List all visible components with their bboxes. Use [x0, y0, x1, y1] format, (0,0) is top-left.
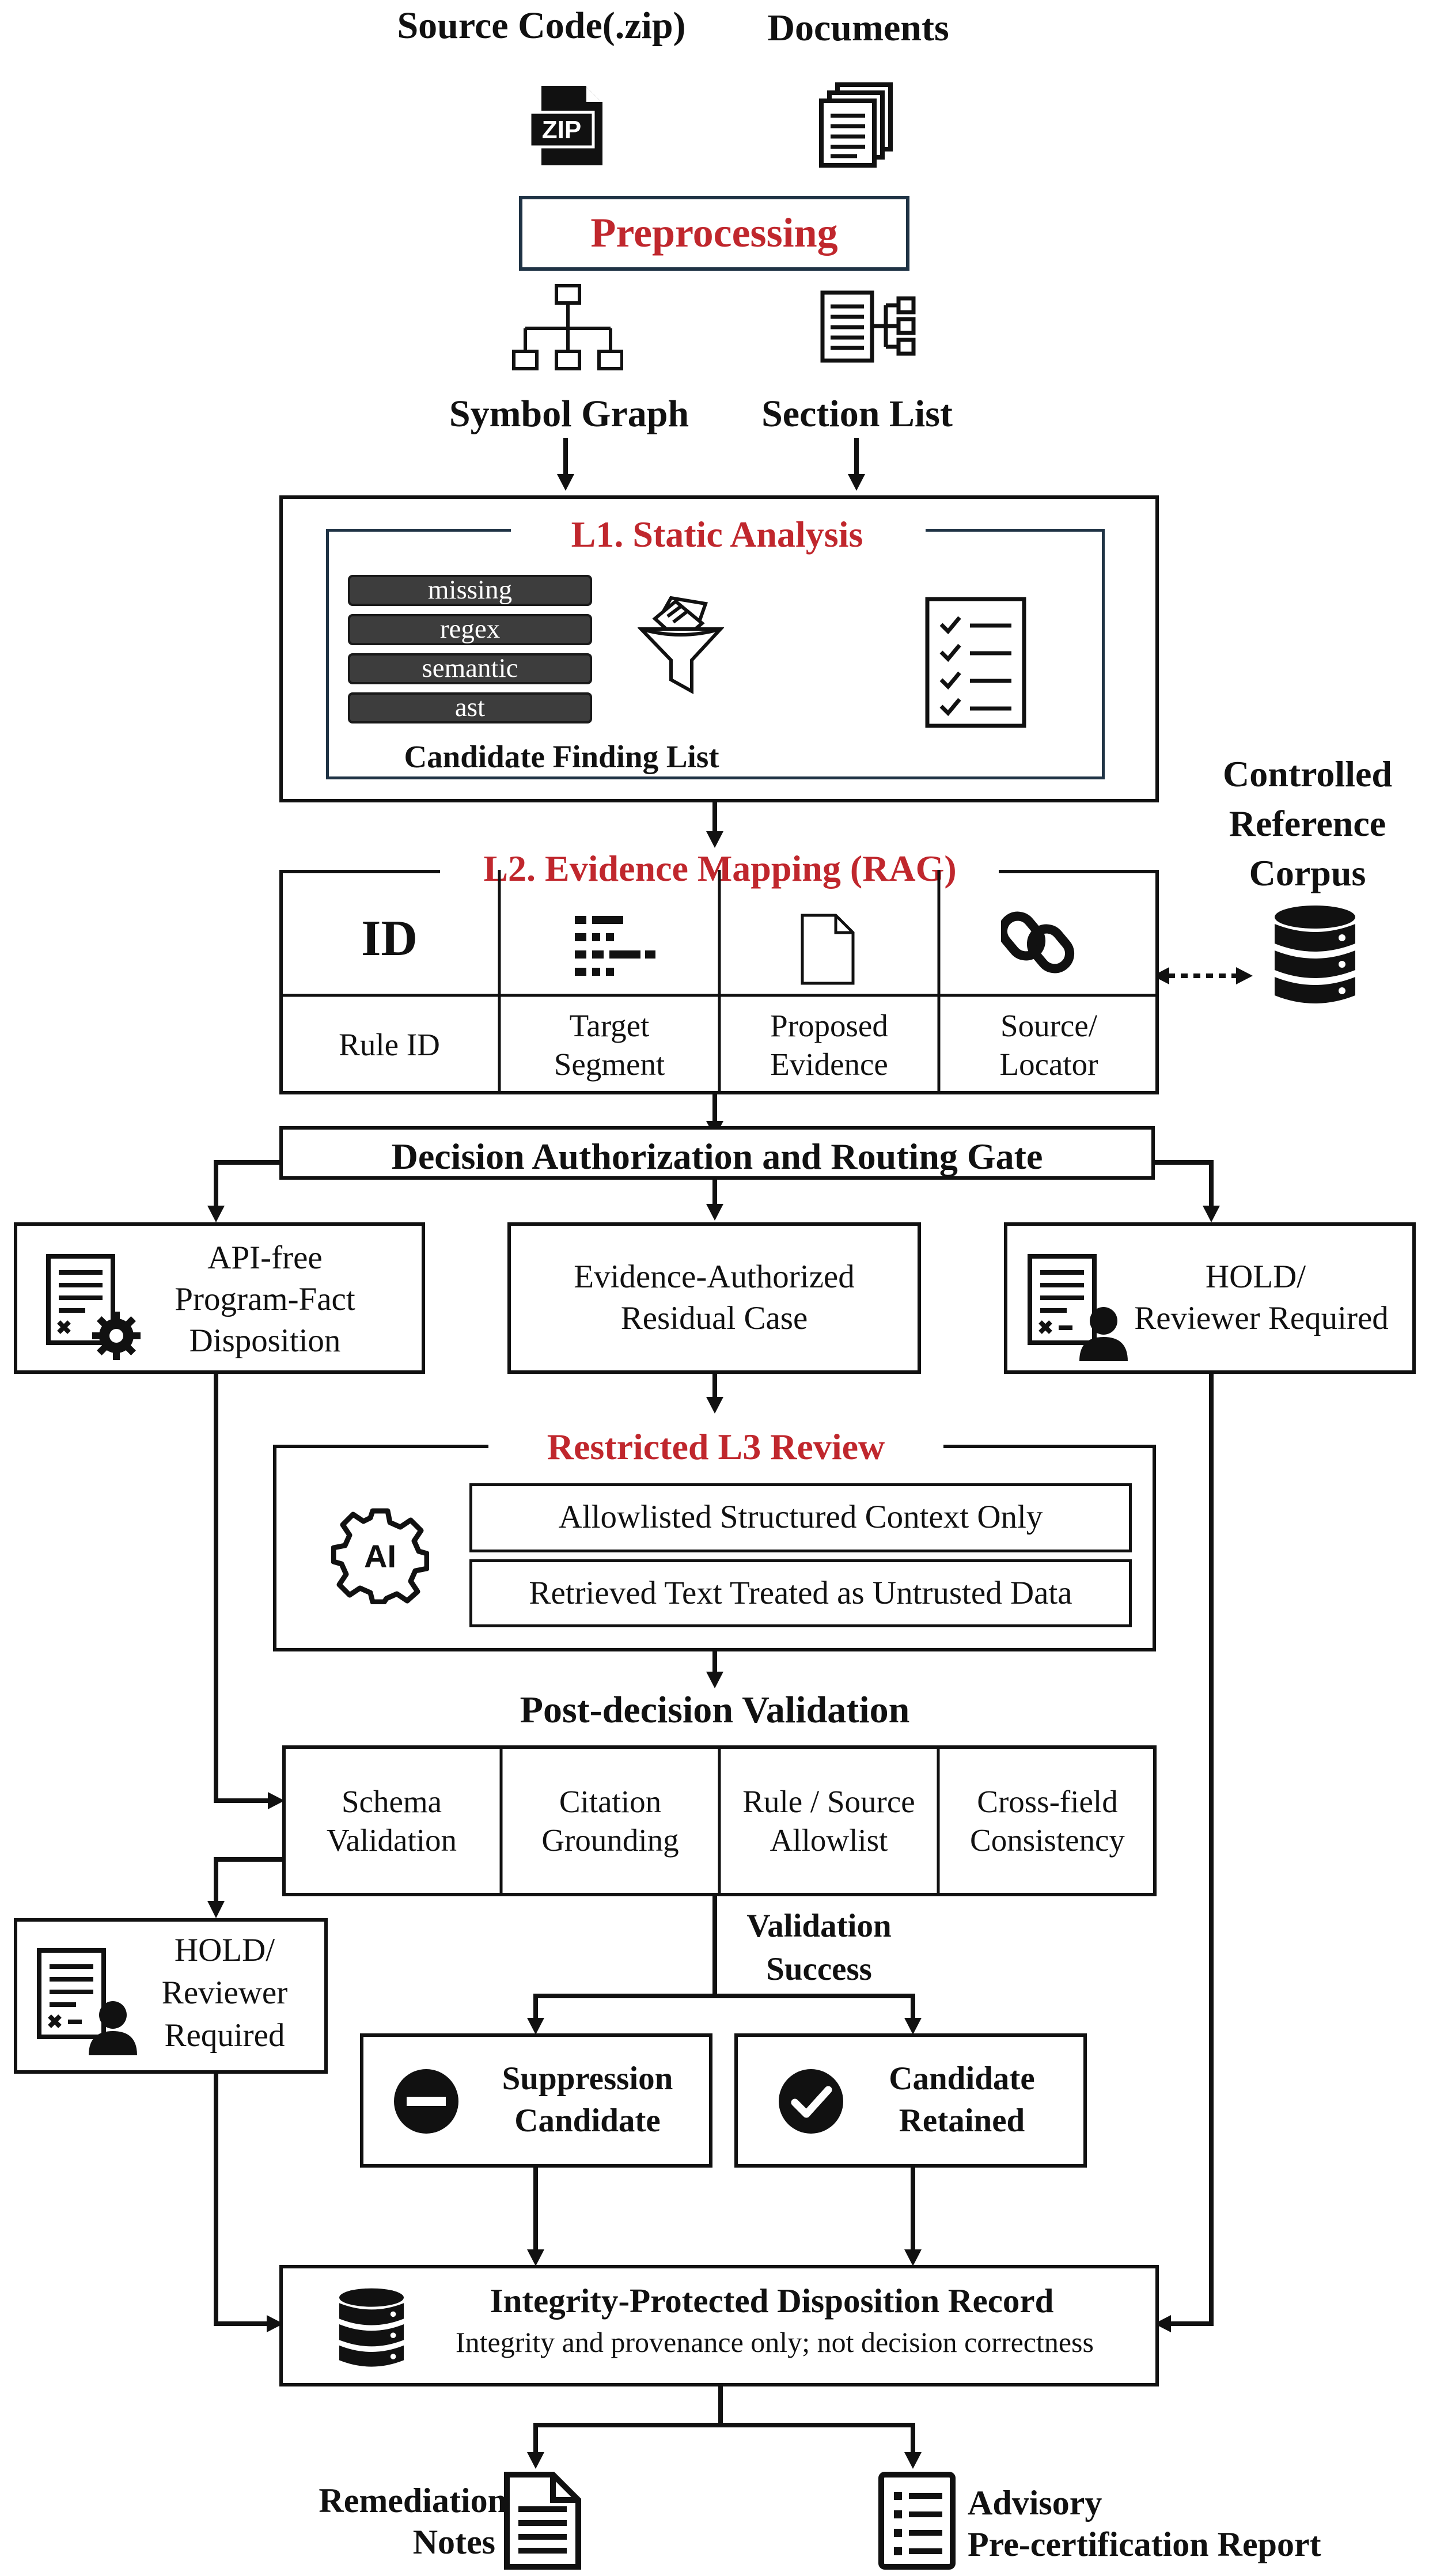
database-icon: [1275, 906, 1355, 1003]
l2-field-target-segment: Target Segment: [499, 995, 719, 1094]
section-list-icon: [820, 290, 916, 363]
check-rule-source-allowlist: Rule / Source Allowlist: [719, 1745, 938, 1896]
id-icon: ID: [361, 911, 418, 967]
hold-left-line3: Required: [164, 2017, 285, 2054]
remediation-notes-icon: [504, 2472, 581, 2570]
l1-title: L1. Static Analysis: [571, 514, 863, 555]
minus-circle-icon: [394, 2069, 458, 2134]
constraint-1-box: [469, 1483, 1132, 1552]
record-database-icon: [339, 2288, 404, 2367]
validation-title: Post-decision Validation: [520, 1689, 910, 1731]
ai-gear-icon: AI: [331, 1508, 429, 1604]
target-line1: Target: [569, 1007, 650, 1043]
l3-title-gap: [488, 1437, 943, 1454]
documents-label: Documents: [767, 7, 949, 49]
source-code-label: Source Code(.zip): [397, 5, 686, 47]
l2-field-source-locator: Source/ Locator: [939, 995, 1159, 1094]
link-icon: [1001, 911, 1075, 973]
zip-file-icon: ZIP: [529, 86, 602, 165]
record-title: Integrity-Protected Disposition Record: [490, 2282, 1054, 2320]
check-citation-grounding: Citation Grounding: [501, 1745, 719, 1896]
retained-line2: Retained: [899, 2103, 1025, 2139]
crossfield-line2: Consistency: [970, 1823, 1125, 1858]
record-subtitle: Integrity and provenance only; not decis…: [456, 2326, 1094, 2358]
allowlist-line1: Rule / Source: [742, 1783, 915, 1819]
remediation-line2: Notes: [412, 2523, 495, 2561]
analyzer-semantic: semantic: [348, 653, 592, 684]
document-reviewer-icon: [1028, 1254, 1128, 1361]
citation-line1: Citation: [559, 1783, 662, 1819]
advisory-line2: Pre-certification Report: [968, 2525, 1321, 2563]
l1-title-gap: [511, 518, 926, 541]
api-free-line2: Program-Fact: [175, 1281, 355, 1317]
routing-gate-title: Decision Authorization and Routing Gate: [391, 1136, 1043, 1177]
suppression-line1: Suppression: [502, 2060, 673, 2097]
corpus-line2: Reference: [1229, 803, 1386, 844]
residual-case-box: [507, 1222, 921, 1374]
analyzer-ast: ast: [348, 692, 592, 723]
validation-grid: [499, 1745, 940, 1896]
validation-success-line1: Validation: [746, 1908, 892, 1944]
constraint-2-box: [469, 1559, 1132, 1627]
hold-top-line2: Reviewer Required: [1134, 1300, 1389, 1336]
document-gear-icon: [46, 1254, 141, 1360]
crossfield-line1: Cross-field: [977, 1783, 1118, 1819]
schema-line1: Schema: [341, 1783, 442, 1819]
check-circle-icon: [779, 2069, 843, 2134]
constraint-1-text: Allowlisted Structured Context Only: [558, 1499, 1043, 1535]
candidate-finding-list-label: Candidate Finding List: [404, 739, 719, 774]
allowlist-line2: Allowlist: [770, 1823, 888, 1858]
validation-success-line2: Success: [766, 1951, 872, 1987]
advisory-report-icon: [878, 2472, 956, 2570]
documents-icon: [819, 82, 893, 168]
api-free-box: [14, 1222, 425, 1374]
residual-line2: Residual Case: [620, 1300, 808, 1336]
l2-field-rule-id: Rule ID: [279, 995, 499, 1094]
residual-line1: Evidence-Authorized: [574, 1259, 855, 1295]
api-free-line1: API-free: [207, 1240, 323, 1276]
advisory-line1: Advisory: [968, 2484, 1102, 2522]
ai-label: AI: [364, 1538, 396, 1574]
hold-top-line1: HOLD/: [1205, 1259, 1306, 1295]
section-list-label: Section List: [761, 393, 953, 435]
zip-badge-text: ZIP: [542, 116, 581, 144]
proposed-line1: Proposed: [770, 1007, 888, 1043]
rule-id-text: Rule ID: [339, 1027, 440, 1063]
document-icon: [801, 914, 855, 985]
hold-left-line2: Reviewer: [161, 1975, 288, 2011]
l3-title: Restricted L3 Review: [547, 1426, 885, 1467]
check-schema-validation: Schema Validation: [282, 1745, 501, 1896]
retained-line1: Candidate: [889, 2060, 1035, 2097]
api-free-line3: Disposition: [189, 1323, 341, 1359]
constraint-2-text: Retrieved Text Treated as Untrusted Data: [529, 1575, 1072, 1611]
proposed-line2: Evidence: [770, 1047, 888, 1082]
preprocessing-box: [519, 196, 909, 271]
document-reviewer-icon-left: [37, 1948, 137, 2055]
analyzer-regex: regex: [348, 614, 592, 645]
l2-field-proposed-evidence: Proposed Evidence: [719, 995, 939, 1094]
checklist-icon: [925, 597, 1026, 728]
routing-gate-box: [279, 1126, 1155, 1180]
suppression-line2: Candidate: [514, 2103, 661, 2139]
funnel-icon: [638, 596, 724, 695]
schema-line2: Validation: [326, 1823, 457, 1858]
preprocessing-title: Preprocessing: [590, 210, 838, 256]
corpus-line3: Corpus: [1249, 853, 1366, 893]
remediation-line1: Remediation: [319, 2482, 507, 2520]
hierarchy-icon: [512, 284, 623, 370]
l2-grid: [279, 870, 1159, 1094]
check-cross-field-consistency: Cross-field Consistency: [938, 1745, 1157, 1896]
analyzer-missing: missing: [348, 575, 592, 606]
target-line2: Segment: [554, 1047, 665, 1082]
target-segment-icon: [575, 916, 655, 976]
source-line1: Source/: [1000, 1007, 1097, 1043]
symbol-graph-label: Symbol Graph: [449, 393, 689, 435]
citation-line2: Grounding: [541, 1823, 679, 1858]
hold-left-line1: HOLD/: [174, 1932, 275, 1968]
corpus-line1: Controlled: [1223, 753, 1392, 794]
source-line2: Locator: [999, 1047, 1098, 1082]
disposition-record-box: [279, 2265, 1159, 2386]
